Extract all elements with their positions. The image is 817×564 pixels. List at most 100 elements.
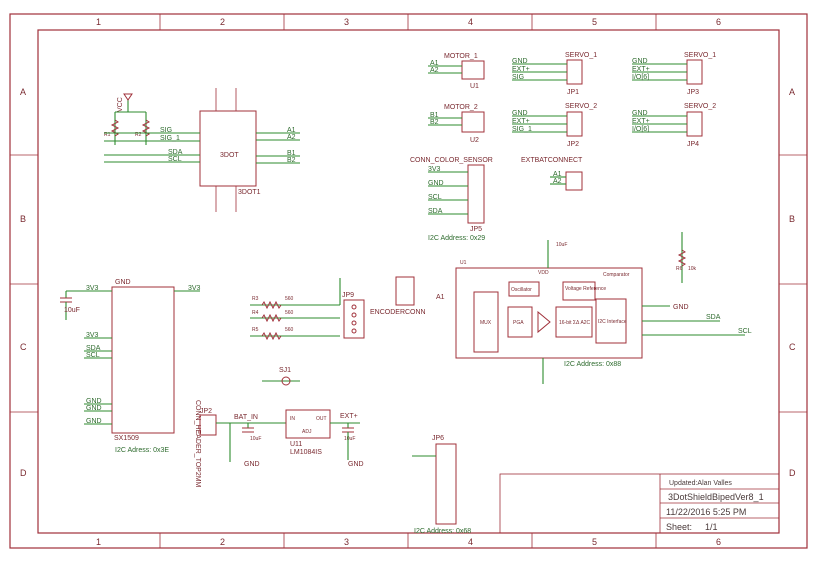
svg-text:U11: U11 (290, 441, 302, 448)
svg-text:10uF: 10uF (250, 436, 261, 442)
svg-text:Sheet:: Sheet: (666, 522, 692, 532)
row-label-d: D (20, 468, 27, 478)
row-label-a-right: A (789, 87, 795, 97)
encoder-connector: JP9 ENCODERCONN A1 (339, 276, 445, 339)
svg-text:U2: U2 (470, 137, 479, 144)
svg-text:JP3: JP3 (687, 89, 699, 96)
svg-text:JP9: JP9 (342, 292, 354, 299)
svg-text:SJ1: SJ1 (279, 367, 291, 374)
svg-text:SIG_1: SIG_1 (512, 126, 532, 133)
svg-text:I2C Address: 0x29: I2C Address: 0x29 (428, 235, 485, 242)
svg-text:3DotShieldBipedVer8_1: 3DotShieldBipedVer8_1 (668, 492, 764, 502)
svg-text:R2: R2 (135, 132, 142, 138)
inner-frame (37, 29, 780, 534)
svg-text:Comparator: Comparator (603, 272, 630, 278)
svg-text:R6: R6 (676, 266, 683, 272)
svg-text:I2C Address: 0x88: I2C Address: 0x88 (564, 361, 621, 368)
svg-text:GND: GND (673, 304, 689, 311)
svg-text:GND: GND (632, 58, 648, 65)
svg-text:10k: 10k (688, 266, 697, 272)
svg-text:OUT: OUT (316, 416, 327, 422)
row-label-d-right: D (789, 468, 796, 478)
svg-text:GND: GND (86, 398, 102, 405)
svg-text:U1: U1 (460, 260, 467, 266)
svg-text:R3: R3 (252, 296, 259, 302)
outer-frame (9, 13, 808, 549)
row-label-c-right: C (789, 342, 796, 352)
svg-text:Updated:Alan Valles: Updated:Alan Valles (669, 480, 732, 487)
svg-text:EXT+: EXT+ (340, 413, 358, 420)
svg-text:MOTOR_2: MOTOR_2 (444, 104, 478, 111)
svg-text:B2: B2 (430, 119, 439, 126)
col-label-2-bottom: 2 (220, 537, 225, 547)
svg-text:CONN_HEADER_TOP2MM: CONN_HEADER_TOP2MM (194, 400, 201, 488)
svg-text:MUX: MUX (480, 320, 492, 326)
svg-text:B2: B2 (287, 157, 296, 164)
svg-text:I2C Adress: 0x3E: I2C Adress: 0x3E (115, 447, 169, 454)
col-label-4-bottom: 4 (468, 537, 473, 547)
svg-text:I2C Interface: I2C Interface (598, 319, 627, 325)
svg-text:A1: A1 (430, 60, 439, 67)
svg-text:B1: B1 (287, 150, 296, 157)
svg-text:JP5: JP5 (470, 226, 482, 233)
svg-text:EXT+: EXT+ (512, 66, 530, 73)
col-label-1: 1 (96, 17, 101, 27)
svg-text:3V3: 3V3 (188, 285, 201, 292)
svg-text:3V3: 3V3 (86, 332, 99, 339)
svg-text:11/22/2016 5:25 PM: 11/22/2016 5:25 PM (666, 507, 746, 517)
svg-text:3V3: 3V3 (86, 285, 99, 292)
svg-text:560: 560 (285, 310, 294, 316)
svg-text:GND: GND (115, 279, 131, 286)
svg-text:VDD: VDD (538, 270, 549, 276)
svg-text:ENCODERCONN: ENCODERCONN (370, 309, 426, 316)
row-label-b: B (20, 214, 26, 224)
svg-text:EXTBATCONNECT: EXTBATCONNECT (521, 157, 583, 164)
jp6-header: JP6 I2C Address: 0x68 (412, 435, 471, 535)
power-regulator: SJ1 JP2 BAT_IN IN OUT ADJ U11 LM1084IS E… (199, 367, 364, 468)
svg-text:JP2: JP2 (200, 408, 212, 415)
svg-text:SERVO_2: SERVO_2 (684, 103, 716, 110)
svg-text:10uF: 10uF (556, 242, 567, 248)
row-label-b-right: B (789, 214, 795, 224)
svg-text:16-bit ΣΔ A2C: 16-bit ΣΔ A2C (559, 320, 591, 326)
svg-text:1/1: 1/1 (705, 522, 718, 532)
svg-text:A1: A1 (287, 127, 296, 134)
svg-text:10uF: 10uF (64, 307, 80, 314)
svg-text:SIG: SIG (512, 74, 524, 81)
svg-text:A2: A2 (553, 178, 562, 185)
svg-text:A2: A2 (287, 134, 296, 141)
svg-text:B1: B1 (430, 112, 439, 119)
svg-text:GND: GND (512, 110, 528, 117)
svg-text:A1: A1 (553, 171, 562, 178)
col-label-6-bottom: 6 (716, 537, 721, 547)
svg-text:JP1: JP1 (567, 89, 579, 96)
col-label-4: 4 (468, 17, 473, 27)
svg-text:SDA: SDA (86, 345, 101, 352)
col-label-5: 5 (592, 17, 597, 27)
svg-text:GND: GND (632, 110, 648, 117)
svg-text:GND: GND (86, 418, 102, 425)
svg-text:I2C Address: 0x68: I2C Address: 0x68 (414, 528, 471, 535)
col-label-3-bottom: 3 (344, 537, 349, 547)
svg-text:EXT+: EXT+ (632, 118, 650, 125)
col-label-6: 6 (716, 17, 721, 27)
svg-text:GND: GND (244, 461, 260, 468)
svg-text:SERVO_1: SERVO_1 (684, 52, 716, 59)
svg-text:SCL: SCL (86, 352, 100, 359)
svg-text:SIG_1: SIG_1 (160, 135, 180, 142)
row-label-a: A (20, 87, 26, 97)
svg-text:SERVO_2: SERVO_2 (565, 103, 597, 110)
svg-text:A2: A2 (430, 67, 439, 74)
svg-text:I/O[6]: I/O[6] (632, 74, 649, 81)
svg-text:SDA: SDA (168, 149, 183, 156)
sx1509-expander: GND SX1509 I2C Adress: 0x3E 3V3 10uF 3V3… (60, 279, 201, 488)
svg-text:MOTOR_1: MOTOR_1 (444, 53, 478, 60)
